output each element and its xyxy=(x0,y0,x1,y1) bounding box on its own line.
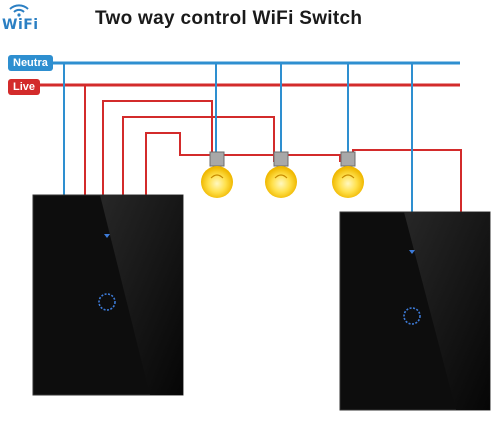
bulb-2 xyxy=(265,151,297,198)
left-switch-touch-button[interactable] xyxy=(98,293,116,311)
right-switch[interactable] xyxy=(339,211,491,411)
neutral-label: Neutra xyxy=(8,55,53,71)
bulb-1 xyxy=(201,151,233,198)
right-switch-touch-button[interactable] xyxy=(403,307,421,325)
left-switch[interactable] xyxy=(32,194,184,396)
live-label: Live xyxy=(8,79,41,95)
right-switch-indicator-icon xyxy=(409,250,415,254)
bulb-neutral-wires xyxy=(215,63,413,212)
bulb-3 xyxy=(332,151,364,198)
left-switch-wires xyxy=(84,85,275,195)
diagram-title: Two way control WiFi Switch xyxy=(95,8,363,29)
wifi-logo-text: WiFi xyxy=(2,17,39,33)
wifi-icon xyxy=(9,4,29,17)
left-switch-indicator-icon xyxy=(104,234,110,238)
